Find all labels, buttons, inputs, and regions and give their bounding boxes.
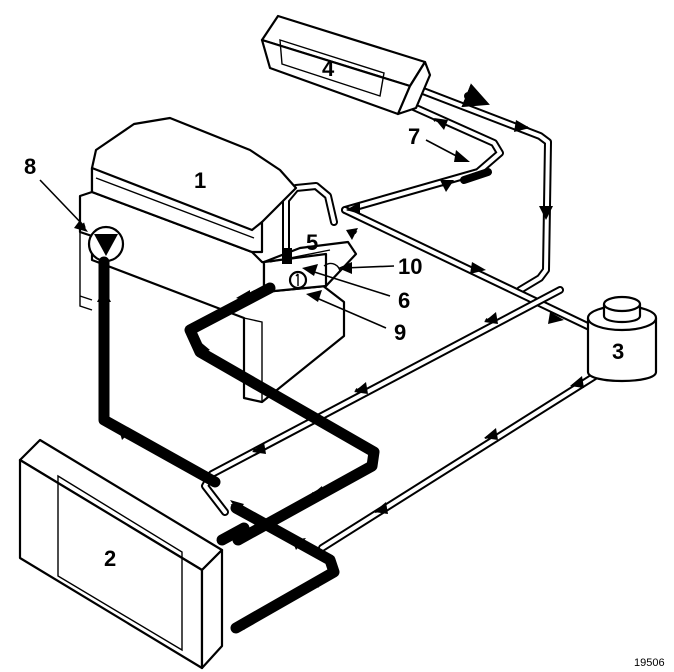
main-hoses bbox=[98, 168, 492, 634]
label-7: 7 bbox=[408, 124, 420, 149]
hose-housing-to-radiator bbox=[184, 282, 380, 546]
reference-number: 19506 bbox=[634, 657, 665, 669]
pump-label: 8 bbox=[24, 154, 36, 179]
engine-block: 1 bbox=[78, 116, 346, 404]
label-10: 10 bbox=[398, 254, 422, 279]
hose-radiator-stub bbox=[216, 522, 250, 546]
leaders bbox=[39, 139, 470, 329]
tank-label: 3 bbox=[612, 339, 624, 364]
thin-pipes bbox=[201, 82, 604, 552]
radiator-label: 2 bbox=[104, 546, 116, 571]
hose-stub bbox=[282, 248, 292, 264]
label-9: 9 bbox=[394, 320, 406, 345]
heater-label: 4 bbox=[322, 56, 335, 81]
arrowheads bbox=[97, 92, 584, 630]
heater: 4 bbox=[260, 14, 432, 116]
pipe-heater-return bbox=[341, 96, 504, 214]
hose-radiator-lower bbox=[230, 502, 340, 634]
bleed-screw-7 bbox=[460, 168, 492, 184]
radiator: 2 bbox=[18, 438, 224, 670]
expansion-tank: 3 bbox=[586, 295, 658, 383]
pump bbox=[87, 225, 125, 263]
engine-label: 1 bbox=[194, 168, 206, 193]
hose-radiator-to-pump bbox=[98, 256, 221, 488]
label-6: 6 bbox=[398, 288, 410, 313]
housing-label: 5 bbox=[306, 230, 318, 255]
thermostat-housing: 5 bbox=[262, 230, 358, 294]
